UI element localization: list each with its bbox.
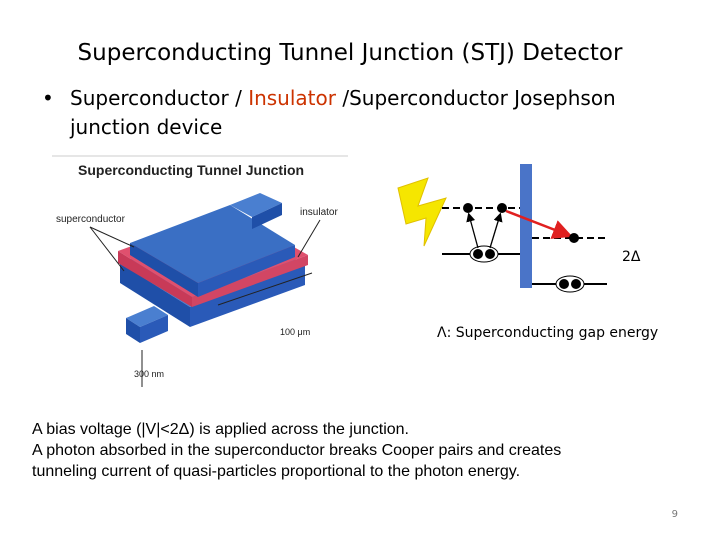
quasiparticle-left-1 xyxy=(463,203,473,213)
top-electrode-side xyxy=(198,245,295,297)
cooper-pair-left-a xyxy=(473,249,483,259)
bullet-item: • Superconductor / Insulator /Supercondu… xyxy=(42,84,682,142)
stj-structure-figure: Superconducting Tunnel Junction supercon… xyxy=(50,155,350,403)
excitation-arrow-2 xyxy=(489,212,503,249)
photon-lightning-icon xyxy=(397,177,447,247)
gap-2delta-label: 2Δ xyxy=(622,249,641,265)
leader-superconductor-1 xyxy=(89,226,135,248)
bullet-part-1: Superconductor / xyxy=(70,86,249,110)
bottom-lead xyxy=(126,306,168,327)
bottom-electrode-front xyxy=(120,263,190,327)
top-electrode-front xyxy=(130,243,198,297)
top-lead-front xyxy=(252,203,282,229)
leader-insulator xyxy=(297,219,321,258)
bullet-part-2: /Superconductor Josephson junction devic… xyxy=(70,86,616,139)
bullet-text: Superconductor / Insulator /Superconduct… xyxy=(70,84,682,142)
dim-thickness-label: 300 nm xyxy=(134,369,164,379)
excitation-arrow-1 xyxy=(466,212,479,249)
bottom-electrode-side xyxy=(190,265,305,327)
slide-title: Superconducting Tunnel Junction (STJ) De… xyxy=(77,40,623,66)
leader-superconductor-2 xyxy=(89,226,125,272)
band-diagram: 2Δ xyxy=(397,164,641,293)
cooper-pair-right-a xyxy=(559,279,569,289)
tunnel-barrier xyxy=(520,164,532,288)
explanation-paragraph: A bias voltage (|V|<2Δ) is applied acros… xyxy=(32,419,682,482)
paragraph-line-2: A photon absorbed in the superconductor … xyxy=(32,442,562,459)
quasiparticle-left-2 xyxy=(497,203,507,213)
bullet-insulator-word: Insulator xyxy=(248,86,336,110)
label-insulator: insulator xyxy=(300,207,338,218)
dim-width-label: 100 μm xyxy=(280,327,310,337)
label-superconductor: superconductor xyxy=(56,214,126,225)
bullet-marker: • xyxy=(42,86,54,110)
quasiparticle-right xyxy=(569,233,579,243)
dim-line-width xyxy=(217,272,313,306)
page-number: 9 xyxy=(671,509,678,520)
figure-heading: Superconducting Tunnel Junction xyxy=(78,162,304,178)
paragraph-line-3: tunneling current of quasi-particles pro… xyxy=(32,463,521,480)
insulator-layer-front xyxy=(118,251,192,307)
gap-caption: Λ: Superconducting gap energy xyxy=(437,325,659,341)
top-lead xyxy=(230,193,282,217)
bottom-lead-side xyxy=(140,315,168,343)
paragraph-line-1: A bias voltage (|V|<2Δ) is applied acros… xyxy=(32,421,409,438)
bottom-lead-front xyxy=(126,318,140,343)
insulator-layer-side xyxy=(192,255,308,307)
tunneling-arrow xyxy=(505,209,573,239)
cooper-pair-right-b xyxy=(571,279,581,289)
cooper-pair-left-b xyxy=(485,249,495,259)
